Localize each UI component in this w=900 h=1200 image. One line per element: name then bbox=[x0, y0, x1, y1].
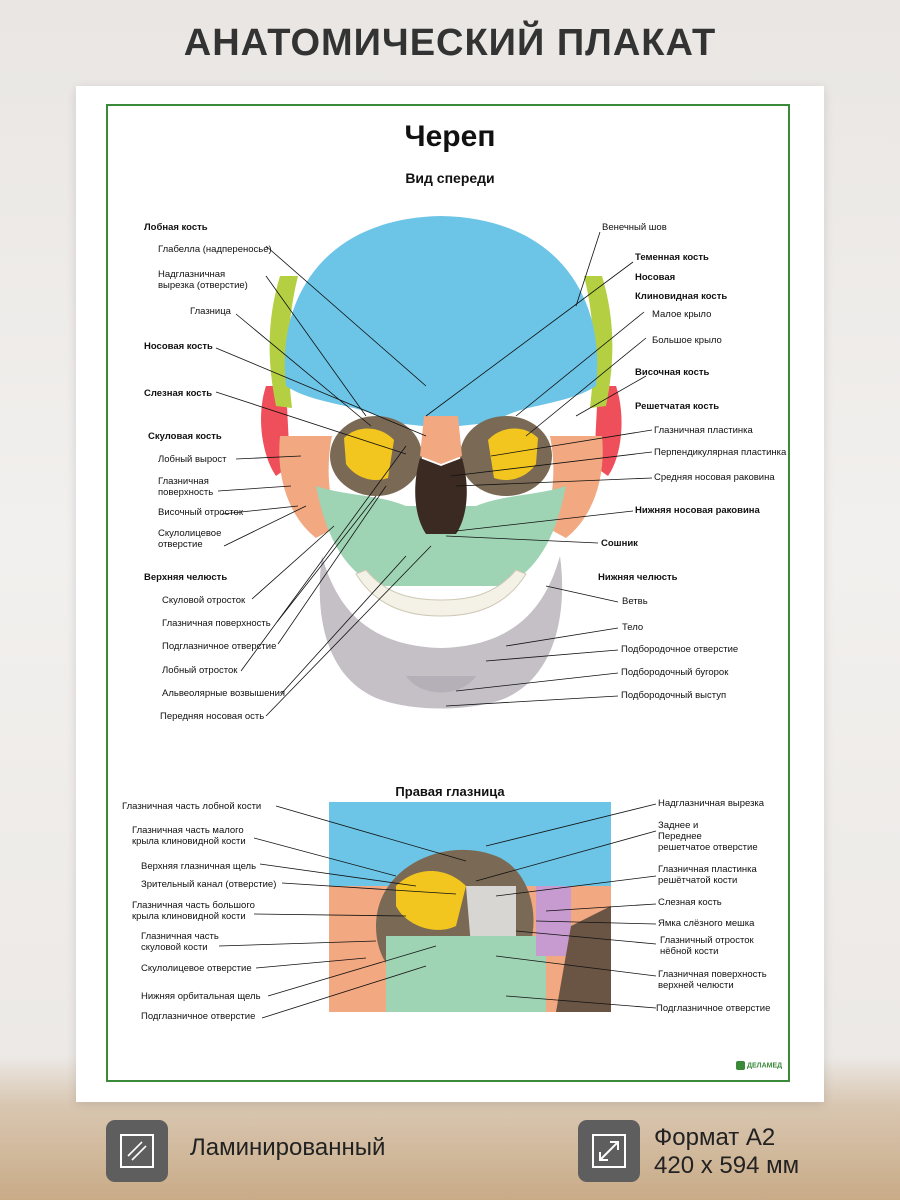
label-mental-tubercle: Подбородочный бугорок bbox=[621, 667, 729, 678]
label-frontal-bone: Лобная кость bbox=[144, 222, 208, 233]
label-orbit-zygomatic-2: скуловой кости bbox=[141, 942, 208, 953]
label-superior-orbital-fissure: Верхняя глазничная щель bbox=[141, 861, 257, 872]
label-sphenoid-bone: Клиновидная кость bbox=[635, 291, 728, 302]
label-anterior-nasal-spine: Передняя носовая ость bbox=[160, 711, 265, 722]
skull-illustration bbox=[215, 216, 657, 1019]
label-optic-canal: Зрительный канал (отверстие) bbox=[141, 879, 277, 890]
label-ramus: Ветвь bbox=[622, 596, 648, 607]
label-orbit-orbital-plate-1: Глазничная пластинка bbox=[658, 864, 757, 875]
leader-lines-front bbox=[215, 231, 653, 717]
label-orbit-infraorbital: Подглазничное отверстие bbox=[141, 1011, 256, 1022]
laminated-icon bbox=[106, 1120, 168, 1182]
label-ethmoid-bone: Решетчатая кость bbox=[635, 401, 720, 412]
format-label-2: 420 х 594 мм bbox=[654, 1152, 800, 1179]
nasal-cavity-shape bbox=[415, 458, 467, 534]
nasal-bone-shape bbox=[420, 416, 462, 464]
label-maxilla-orbital-surface: Глазничная поверхность bbox=[162, 618, 271, 629]
label-orbit-zygomaticofacial: Скулолицевое отверстие bbox=[141, 963, 252, 974]
publisher-logo: ДЕЛАМЕД bbox=[736, 1061, 782, 1070]
poster-subtitle: Вид спереди bbox=[405, 170, 495, 186]
teeth-shape bbox=[355, 569, 527, 617]
label-parietal-bone: Теменная кость bbox=[635, 252, 709, 263]
label-frontal-process: Лобный вырост bbox=[158, 454, 227, 465]
logo-icon bbox=[736, 1061, 745, 1070]
anatomy-poster: Череп Вид спереди bbox=[76, 86, 824, 1102]
sphenoid-left-shape bbox=[344, 428, 394, 481]
label-lesser-wing: Малое крыло bbox=[652, 309, 712, 320]
maxilla-shape bbox=[316, 486, 566, 586]
format-label-1: Формат А2 bbox=[654, 1124, 776, 1151]
label-maxilla-orbital-2: верхней челюсти bbox=[658, 980, 734, 991]
label-perpendicular-plate: Перпендикулярная пластинка bbox=[654, 447, 787, 458]
label-coronal-suture: Венечный шов bbox=[602, 222, 667, 233]
label-vomer: Сошник bbox=[601, 538, 638, 549]
label-orbit-orbital-plate-2: решётчатой кости bbox=[658, 875, 738, 886]
label-middle-concha: Средняя носовая раковина bbox=[654, 472, 775, 483]
poster-title: Череп bbox=[404, 120, 496, 153]
label-temporal-bone: Височная кость bbox=[635, 367, 710, 378]
leader-lines-orbit bbox=[218, 803, 657, 1019]
label-lacrimal-fossa: Ямка слёзного мешка bbox=[658, 918, 755, 929]
label-inferior-orbital-fissure: Нижняя орбитальная щель bbox=[141, 991, 261, 1002]
label-maxilla: Верхняя челюсть bbox=[144, 572, 228, 583]
label-mental-foramen: Подбородочное отверстие bbox=[621, 644, 739, 655]
label-orbit-greater-wing-2: крыла клиновидной кости bbox=[132, 911, 246, 922]
label-nasal: Носовая bbox=[635, 272, 676, 283]
orbit-title: Правая глазница bbox=[395, 784, 505, 799]
label-orbital-surface-2: поверхность bbox=[158, 487, 214, 498]
label-temporal-process: Височный отросток bbox=[158, 507, 243, 518]
label-palatine-process-1: Глазничный отросток bbox=[660, 935, 754, 946]
label-greater-wing: Большое крыло bbox=[652, 335, 722, 346]
label-supraorbital-1: Надглазничная bbox=[158, 269, 226, 280]
frontal-bone-shape bbox=[284, 216, 598, 428]
label-ethmoid-foramen-3: решетчатое отверстие bbox=[658, 842, 758, 853]
label-maxilla-frontal-process: Лобный отросток bbox=[162, 665, 238, 676]
parietal-left-shape bbox=[269, 276, 298, 408]
label-ethmoid-foramen-1: Заднее и bbox=[658, 820, 699, 831]
label-mental-protuberance: Подбородочный выступ bbox=[621, 690, 727, 701]
label-alveolar-yokes: Альвеолярные возвышения bbox=[162, 688, 286, 699]
label-zygomaticofacial-1: Скулолицевое bbox=[158, 528, 222, 539]
label-zygomaticofacial-2: отверстие bbox=[158, 539, 203, 550]
label-infraorbital-foramen: Подглазничное отверстие bbox=[162, 641, 277, 652]
mandible-shape bbox=[319, 556, 563, 709]
label-zygomatic-process: Скуловой отросток bbox=[162, 595, 246, 606]
poster-frame bbox=[106, 104, 790, 1082]
label-orbit-frontal-part: Глазничная часть лобной кости bbox=[122, 801, 262, 812]
label-glabella: Глабелла (надпереносье) bbox=[158, 244, 272, 255]
label-nasal-bone: Носовая кость bbox=[144, 341, 213, 352]
label-lacrimal-bone: Слезная кость bbox=[144, 388, 213, 399]
laminated-label: Ламинированный bbox=[190, 1134, 386, 1161]
label-orbital-surface-1: Глазничная bbox=[158, 476, 209, 487]
label-orbit-lesser-wing-2: крыла клиновидной кости bbox=[132, 836, 246, 847]
page-header: АНАТОМИЧЕСКИЙ ПЛАКАТ bbox=[183, 22, 717, 64]
label-orbit-greater-wing-1: Глазничная часть большого bbox=[132, 900, 255, 911]
chin-shape bbox=[406, 676, 476, 693]
label-mandible: Нижняя челюсть bbox=[598, 572, 678, 583]
label-orbit-lacrimal-bone: Слезная кость bbox=[658, 897, 722, 908]
label-orbit-zygomatic-1: Глазничная часть bbox=[141, 931, 219, 942]
label-orbit: Глазница bbox=[190, 306, 231, 317]
logo-text: ДЕЛАМЕД bbox=[747, 1062, 783, 1070]
label-orbit-lesser-wing-1: Глазничная часть малого bbox=[132, 825, 244, 836]
parietal-right-shape bbox=[584, 276, 613, 408]
label-ethmoid-foramen-2: Переднее bbox=[658, 831, 702, 842]
label-body: Тело bbox=[622, 622, 644, 633]
label-orbit-infraorbital-right: Подглазничное отверстие bbox=[656, 1003, 771, 1014]
format-icon bbox=[578, 1120, 640, 1182]
label-zygomatic-bone: Скуловая кость bbox=[148, 431, 222, 442]
label-supraorbital-notch: Надглазничная вырезка bbox=[658, 798, 765, 809]
label-supraorbital-2: вырезка (отверстие) bbox=[158, 280, 248, 291]
label-maxilla-orbital-1: Глазничная поверхность bbox=[658, 969, 767, 980]
label-inferior-concha: Нижняя носовая раковина bbox=[635, 505, 760, 516]
label-orbital-plate: Глазничная пластинка bbox=[654, 425, 753, 436]
label-palatine-process-2: нёбной кости bbox=[660, 946, 719, 957]
